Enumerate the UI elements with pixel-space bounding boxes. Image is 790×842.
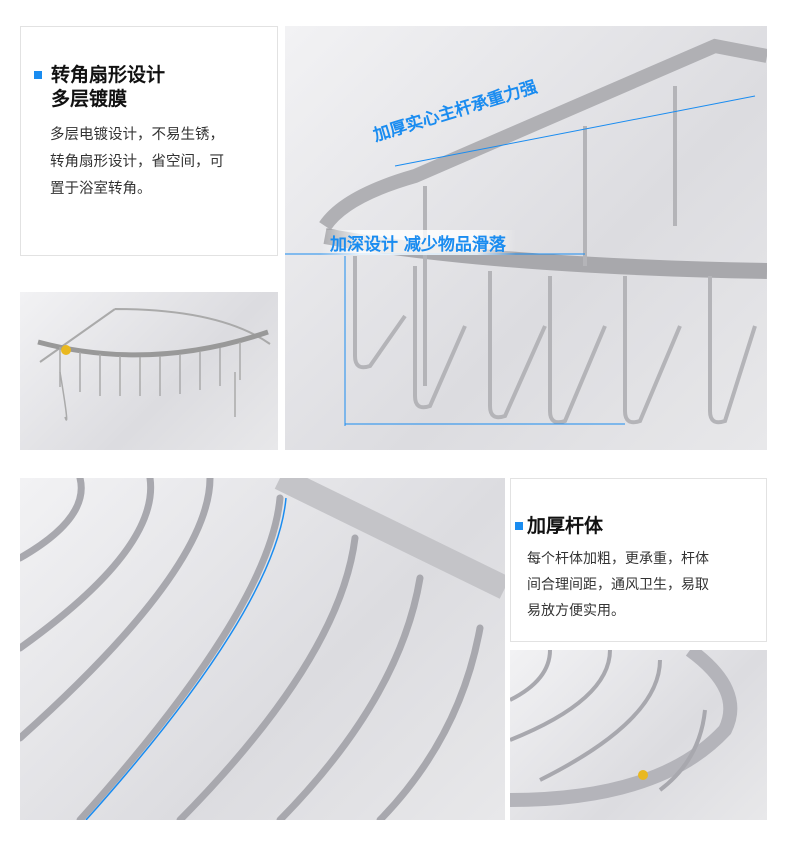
title-line-2: 多层镀膜: [51, 88, 128, 110]
corner-basket-illustration: [37, 308, 271, 421]
rim-closeup-illustration: [510, 650, 738, 807]
feature-card-thick-rods: 加厚杆体 每个杆体加粗，更承重，杆体 间合理间距，通风卫生，易取 易放方便实用。: [510, 478, 767, 642]
product-image-rim-closeup: [510, 650, 767, 820]
product-image-detail-rod: 加厚实心主杆承重力强 加深设计 减少物品滑落: [285, 26, 767, 450]
bullet-square-icon: [515, 522, 523, 530]
bullet-square-icon: [34, 71, 42, 79]
callout-deep-design: 加深设计 减少物品滑落: [320, 230, 516, 255]
feature-description: 每个杆体加粗，更承重，杆体 间合理间距，通风卫生，易取 易放方便实用。: [527, 546, 709, 624]
desc-line: 多层电镀设计，不易生锈，: [50, 127, 224, 143]
desc-line: 置于浴室转角。: [50, 181, 152, 197]
feature-title: 转角扇形设计 多层镀膜: [34, 63, 166, 111]
product-image-rods-closeup: [20, 478, 505, 820]
desc-line: 间合理间距，通风卫生，易取: [527, 577, 709, 593]
rods-closeup-illustration: [20, 478, 505, 820]
feature-description: 多层电镀设计，不易生锈， 转角扇形设计，省空间，可 置于浴室转角。: [50, 122, 224, 203]
desc-line: 每个杆体加粗，更承重，杆体: [527, 551, 709, 567]
feature-card-corner-design: 转角扇形设计 多层镀膜 多层电镀设计，不易生锈， 转角扇形设计，省空间，可 置于…: [20, 26, 278, 256]
title-text: 加厚杆体: [527, 515, 604, 537]
desc-line: 转角扇形设计，省空间，可: [50, 154, 224, 170]
title-line-1: 转角扇形设计: [51, 64, 166, 86]
desc-line: 易放方便实用。: [527, 603, 625, 619]
product-image-overview: [20, 292, 278, 450]
feature-title: 加厚杆体: [515, 514, 604, 538]
